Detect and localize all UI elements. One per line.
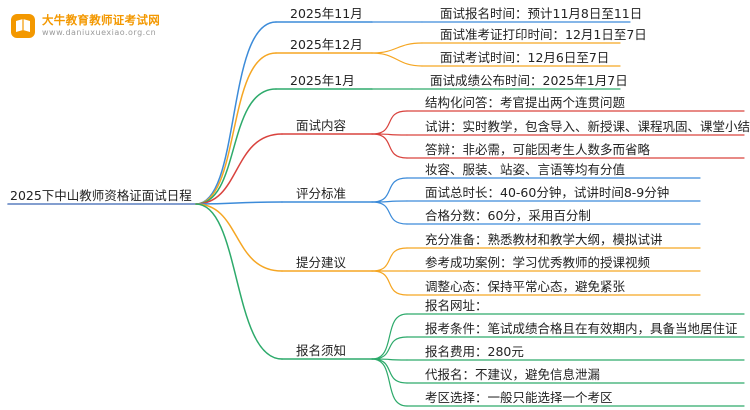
leaf-label: 参考成功案例：学习优秀教师的授课视频 bbox=[425, 255, 651, 270]
leaf-connector bbox=[371, 247, 408, 272]
branch-label: 2025年1月 bbox=[290, 73, 355, 88]
leaf-connector bbox=[371, 358, 408, 407]
leaf-connector bbox=[371, 201, 408, 225]
leaf-label: 报名费用：280元 bbox=[425, 344, 524, 359]
logo-url: www.daniuxuexiao.org.cn bbox=[42, 28, 157, 37]
leaf-label: 面试成绩公布时间：2025年1月7日 bbox=[430, 73, 628, 88]
leaf-label: 报考条件：笔试成绩合格且在有效期内，具备当地居住证 bbox=[425, 321, 738, 336]
site-logo: 大牛教育教师证考试网 www.daniuxuexiao.org.cn bbox=[10, 9, 180, 43]
leaf-label: 合格分数：60分，采用百分制 bbox=[425, 208, 591, 223]
leaf-label: 面试总时长：40-60分钟，试讲时间8-9分钟 bbox=[425, 185, 670, 200]
leaf-label: 面试报名时间：预计11月8日至11日 bbox=[440, 6, 643, 21]
leaf-label: 妆容、服装、站姿、言语等均有分值 bbox=[425, 162, 626, 177]
branch-label: 提分建议 bbox=[296, 255, 347, 270]
leaf-label: 充分准备：熟悉教材和教学大纲，模拟试讲 bbox=[425, 232, 663, 247]
leaf-label: 结构化问答：考官提出两个连贯问题 bbox=[425, 95, 626, 110]
branch-connector bbox=[195, 52, 277, 205]
branch-label: 2025年11月 bbox=[290, 6, 363, 21]
leaf-connector bbox=[371, 270, 408, 296]
leaf-connector bbox=[371, 313, 408, 360]
branch-label: 评分标准 bbox=[296, 186, 347, 201]
branch-connector bbox=[195, 88, 277, 205]
leaf-connector bbox=[371, 133, 408, 159]
leaf-label: 报名网址： bbox=[425, 298, 488, 313]
branch-label: 面试内容 bbox=[296, 118, 347, 133]
branch-connector bbox=[195, 201, 283, 205]
branch-label: 报名须知 bbox=[296, 343, 347, 358]
branch-connector bbox=[195, 203, 283, 360]
leaf-label: 答辩：非必需，可能因考生人数多而省略 bbox=[425, 142, 651, 157]
branch-connector bbox=[195, 21, 277, 205]
leaf-connector bbox=[371, 177, 408, 203]
leaf-connector bbox=[371, 42, 423, 54]
book-logo-icon bbox=[11, 14, 35, 38]
root-topic: 2025下中山教师资格证面试日程 bbox=[10, 188, 192, 203]
branch-label: 2025年12月 bbox=[290, 37, 363, 52]
branch-connector bbox=[195, 133, 283, 205]
leaf-label: 试讲：实时教学，包含导入、新授课、课程巩固、课堂小结 bbox=[425, 119, 750, 134]
leaf-label: 调整心态：保持平常心态，避免紧张 bbox=[425, 279, 626, 294]
leaf-label: 代报名：不建议，避免信息泄漏 bbox=[425, 367, 601, 382]
leaf-connector bbox=[371, 336, 408, 360]
leaf-connector bbox=[371, 110, 408, 135]
leaf-label: 面试准考证打印时间：12月1日至7日 bbox=[440, 27, 647, 42]
leaf-connector bbox=[371, 358, 408, 384]
branch-connector bbox=[195, 203, 283, 272]
leaf-label: 考区选择：一般只能选择一个考区 bbox=[425, 390, 613, 405]
leaf-label: 面试考试时间：12月6日至7日 bbox=[440, 50, 610, 65]
logo-title: 大牛教育教师证考试网 bbox=[42, 13, 160, 27]
leaf-connector bbox=[371, 52, 423, 67]
